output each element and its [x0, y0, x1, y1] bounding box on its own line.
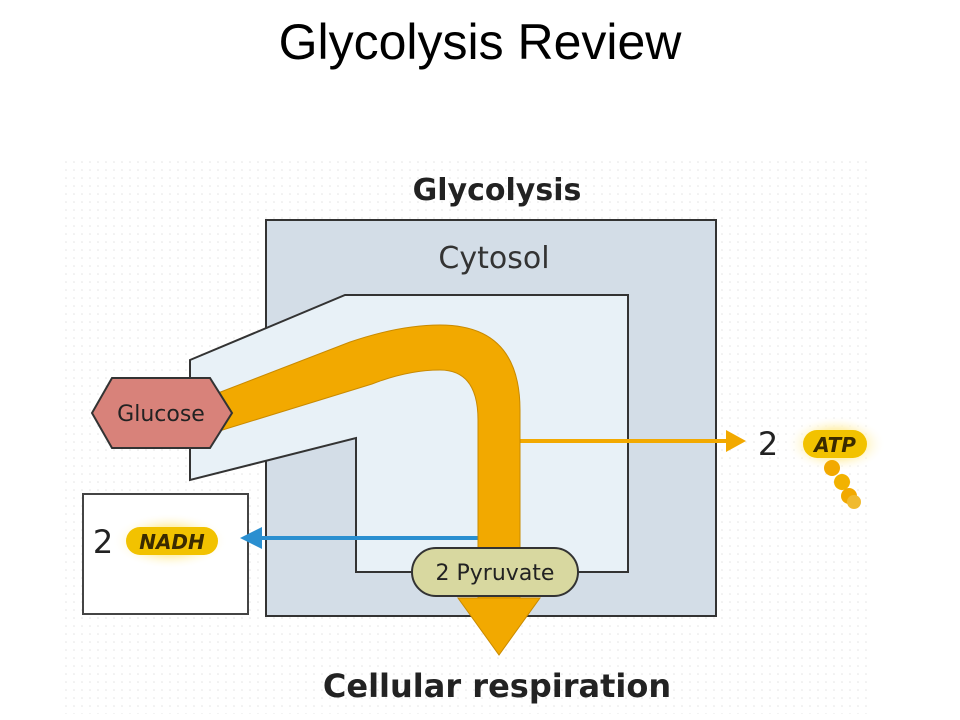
- nadh-label: NADH: [139, 530, 205, 554]
- glucose-hexagon: [90, 377, 234, 449]
- pyruvate-pill: [411, 547, 579, 597]
- glycolysis-pathway-band: [204, 324, 521, 601]
- slide-title: Glycolysis Review: [278, 14, 682, 70]
- pathway-arrowhead: [457, 597, 541, 656]
- pyruvate-label: 2 Pyruvate: [436, 561, 555, 586]
- atp-label: ATP: [812, 433, 856, 457]
- atp-arrowhead: [726, 430, 746, 452]
- glucose-label: Glucose: [117, 402, 205, 427]
- phosphate-chain-icon: [824, 460, 861, 509]
- glycolysis-heading: Glycolysis: [413, 173, 582, 208]
- nadh-badge: [126, 527, 218, 555]
- nadh-arrowhead: [240, 527, 262, 549]
- atp-count: 2: [758, 425, 778, 463]
- nadh-count: 2: [93, 523, 113, 561]
- cytosol-label: Cytosol: [438, 241, 549, 276]
- atp-badge: [803, 430, 867, 458]
- output-label: Cellular respiration: [323, 667, 671, 705]
